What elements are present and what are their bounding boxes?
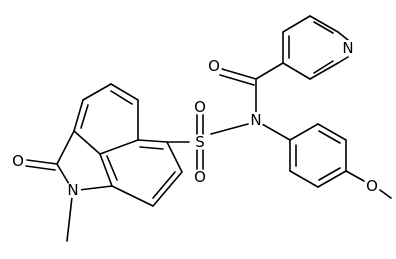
atom-background <box>364 178 380 194</box>
bond <box>210 123 249 135</box>
atom-background <box>340 40 356 56</box>
atom-label: S <box>195 133 205 151</box>
atom-label: O <box>12 152 24 170</box>
atom-s-sulfonyl: S <box>192 133 208 151</box>
bond <box>111 185 154 207</box>
bond <box>152 171 183 207</box>
bond <box>309 62 339 80</box>
atom-background <box>10 153 26 169</box>
atom-label: O <box>366 177 378 195</box>
bond <box>66 196 73 242</box>
bond <box>25 165 56 171</box>
atom-background <box>65 182 81 198</box>
bond <box>80 104 89 129</box>
atom-o-methoxy: O <box>364 177 380 195</box>
atom-background <box>192 169 208 185</box>
atom-n-lactam: N <box>65 181 81 199</box>
bond <box>317 170 347 188</box>
atom-background <box>248 112 264 128</box>
bond <box>337 56 349 64</box>
bonds <box>25 15 392 242</box>
bond <box>99 153 113 187</box>
bond <box>152 171 176 199</box>
atom-label: O <box>194 98 206 116</box>
atom-o-sulfonyl-top: O <box>192 98 208 116</box>
bond <box>137 139 168 143</box>
atom-labels: N S O O O N O O <box>10 39 380 199</box>
bond <box>56 130 75 165</box>
bond <box>282 15 311 33</box>
bond <box>255 62 284 80</box>
atom-label: N <box>67 181 78 199</box>
bond <box>106 155 118 181</box>
bond <box>73 99 84 132</box>
atom-o-carbonyl: O <box>206 57 222 75</box>
bond <box>261 123 291 141</box>
bond <box>289 123 319 141</box>
bond <box>221 68 257 80</box>
bond <box>318 130 341 144</box>
bond <box>337 31 349 41</box>
atom-n-amide: N <box>248 111 264 129</box>
bond <box>166 141 183 173</box>
atom-label: N <box>342 39 353 57</box>
atom-n-pyridine: N <box>340 39 356 57</box>
bond <box>82 83 112 101</box>
atom-background <box>192 134 208 150</box>
atom-background <box>206 58 222 74</box>
bond <box>26 159 58 165</box>
bond <box>110 90 133 105</box>
atom-o-lactam: O <box>10 152 26 170</box>
bond <box>313 21 334 34</box>
bond <box>139 146 164 150</box>
bond <box>219 74 255 86</box>
bond <box>282 62 311 80</box>
bond <box>318 167 341 181</box>
atom-background <box>192 99 208 115</box>
bond <box>379 189 392 199</box>
atom-label: O <box>194 168 206 186</box>
bond <box>313 60 334 74</box>
atom-label: O <box>208 57 220 75</box>
bond <box>73 130 101 155</box>
bond <box>317 123 347 141</box>
bond <box>289 170 319 188</box>
bond <box>110 83 139 101</box>
bond <box>99 139 139 155</box>
atom-label: N <box>250 111 261 129</box>
bond <box>345 170 365 182</box>
bond <box>56 163 70 185</box>
bond <box>78 185 113 191</box>
atom-o-sulfonyl-bottom: O <box>192 168 208 186</box>
bond <box>309 15 339 33</box>
